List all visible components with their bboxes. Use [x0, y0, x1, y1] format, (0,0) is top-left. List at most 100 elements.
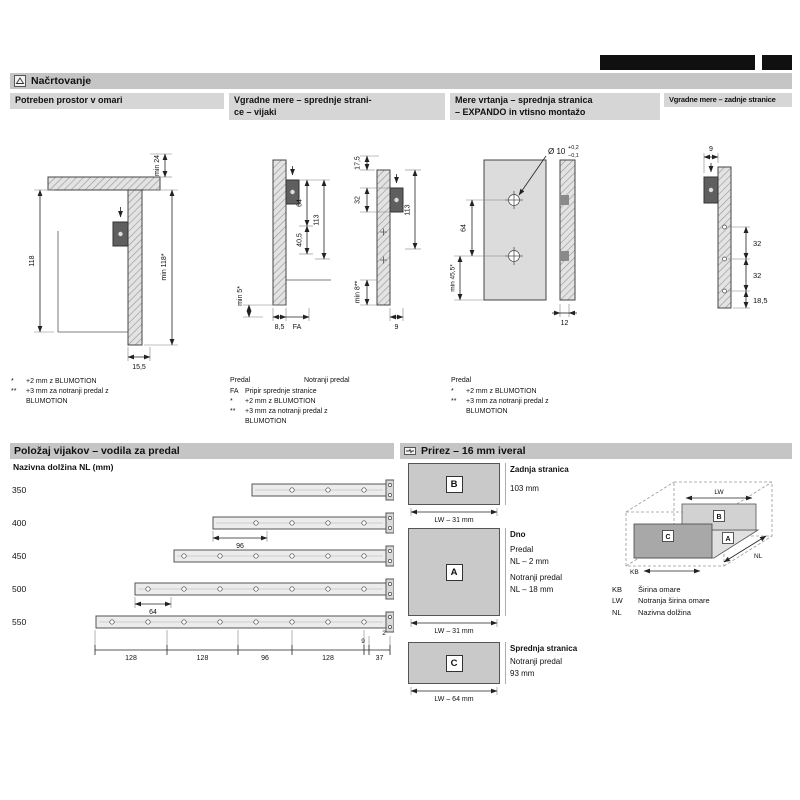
- legend-text: Notranja širina omare: [638, 596, 710, 606]
- sketch-label-b: B: [716, 514, 721, 521]
- panel-a-row: NL – 2 mm: [510, 557, 549, 567]
- dim-tolerance-plus: +0,2: [568, 145, 579, 151]
- page-tab: [762, 55, 792, 70]
- col2-inner-panel-drawing: [376, 169, 404, 306]
- panel-c-row: Notranji predal: [510, 657, 563, 667]
- dim-fa: FA: [293, 324, 302, 331]
- dim-64: 64: [149, 609, 157, 616]
- panel-a-row: Predal: [510, 545, 534, 555]
- col1-diagram: min 24 118 min 118* 15,5: [29, 153, 178, 371]
- screws-title: Položaj vijakov – vodila za predal: [14, 445, 180, 457]
- col1-potreben-prostor: Potreben prostor v omari min 24 118 min …: [10, 93, 224, 407]
- legend-row: KB Širina omare: [612, 584, 792, 595]
- panel-c-label: C: [445, 654, 463, 672]
- col1-dimensions: min 24 118 min 118* 15,5: [29, 153, 178, 371]
- dim-64-group: 64: [134, 597, 172, 616]
- panel-a-row: Notranji predal: [510, 573, 563, 583]
- label-predal: Predal: [230, 377, 251, 385]
- legend-abbr: KB: [612, 585, 623, 594]
- planning-header: Načrtovanje: [10, 73, 792, 89]
- footnote-row: *+2 mm z BLUMOTION: [451, 387, 659, 397]
- dim-min-24: min 24: [154, 155, 161, 176]
- panel-b-size: 103 mm: [510, 484, 539, 494]
- col2-front-panel-drawing: [272, 159, 331, 306]
- panel-c-info: Sprednja stranica Notranji predal 93 mm: [510, 643, 610, 680]
- sketch-label-c: C: [665, 534, 670, 541]
- panel-c-width-dim: LW – 64 mm: [410, 687, 498, 702]
- chain-128b: 128: [197, 655, 209, 662]
- col3-drill-annotation: Ø 10 +0,2 −0,1: [518, 145, 579, 196]
- length-label: 400: [12, 518, 26, 528]
- dim-9: 9: [395, 324, 399, 331]
- footnote-symbol: **: [451, 397, 457, 405]
- col3-title-line1: Mere vrtanja – sprednja stranica: [455, 95, 593, 105]
- col2-vgradne-mere-sprednje: Vgradne mere – sprednje strani- ce – vij…: [229, 93, 445, 427]
- col1-title: Potreben prostor v omari: [10, 93, 224, 109]
- dimension-chain: 128 128 96 128 37 9 2: [94, 630, 391, 662]
- chain-96: 96: [261, 655, 269, 662]
- chain-128c: 128: [322, 655, 334, 662]
- dim-lw-31: LW – 31 mm: [434, 628, 473, 634]
- col2-left-dimensions: min 5* 64 40,5 113 8,5 FA: [237, 179, 330, 331]
- footnote-symbol: *: [11, 377, 14, 385]
- footnote-text: Pripir sprednje stranice: [245, 387, 317, 395]
- drawer-3d-sketch: B A C LW NL KB: [625, 481, 773, 576]
- legend-row: NL Nazivna dolžina: [612, 607, 792, 618]
- footnote-text: +2 mm z BLUMOTION: [466, 387, 537, 395]
- dim-32: 32: [355, 196, 362, 204]
- col3-panel-edge: 12: [552, 159, 577, 327]
- col4-vgradne-mere-zadnje: Vgradne mere – zadnje stranice 9 32 32: [664, 93, 792, 373]
- col2-title-line1: Vgradne mere – sprednje strani-: [234, 95, 372, 105]
- planning-icon: [14, 75, 26, 87]
- chain-9: 9: [361, 638, 365, 645]
- legend-text: Nazivna dolžina: [638, 607, 691, 617]
- footnote-text: +3 mm za notranji predal z BLUMOTION: [466, 397, 549, 415]
- panel-b-info: Zadnja stranica 103 mm: [510, 464, 610, 495]
- footnote-row: *+2 mm z BLUMOTION: [11, 377, 223, 387]
- panel-c-name: Sprednja stranica: [510, 644, 578, 653]
- chain-128a: 128: [125, 655, 137, 662]
- dim-tolerance-minus: −0,1: [568, 153, 579, 159]
- slide-row-550: 550: [12, 611, 394, 633]
- length-label: 450: [12, 551, 26, 561]
- cutting-header: Prirez – 16 mm iveral: [400, 443, 792, 459]
- panel-b: B: [408, 463, 500, 505]
- footnote-symbol: **: [230, 407, 236, 415]
- dim-2: 2: [382, 630, 386, 637]
- sketch-label-nl: NL: [754, 553, 763, 560]
- col4-back-panel-drawing: [703, 162, 732, 309]
- legend-abbr: NL: [612, 607, 622, 617]
- legend-abbr: LW: [612, 596, 623, 606]
- col4-title: Vgradne mere – zadnje stranice: [664, 93, 792, 107]
- col2-title-line2: ce – vijaki: [234, 106, 277, 117]
- saw-icon: [404, 445, 416, 457]
- col4-diagram: 9 32 32 18,5: [703, 146, 768, 309]
- col3-footnotes: Predal *+2 mm z BLUMOTION ** +3 mm za not…: [450, 374, 660, 417]
- col2-title: Vgradne mere – sprednje strani- ce – vij…: [229, 93, 445, 121]
- length-label: 350: [12, 485, 26, 495]
- col3-mere-vrtanja: Mere vrtanja – sprednja stranica – EXPAN…: [450, 93, 660, 417]
- label-notranji-predal: Notranji predal: [304, 377, 350, 385]
- dim-64: 64: [461, 224, 468, 232]
- footnote-row: * +2 mm z BLUMOTION: [230, 397, 444, 407]
- length-label: 500: [12, 584, 26, 594]
- panel-a-label: A: [445, 563, 463, 581]
- col1-footnotes: *+2 mm z BLUMOTION **+3 mm za notranji p…: [10, 375, 224, 407]
- footnote-symbol: *: [230, 397, 233, 405]
- footnote-text: +3 mm za notranji predal z BLUMOTION: [245, 407, 328, 425]
- footnote-text: +2 mm z BLUMOTION: [245, 397, 316, 405]
- panel-a-width-dim: LW – 31 mm: [410, 619, 498, 634]
- dim-32a: 32: [753, 239, 761, 248]
- dim-15-5: 15,5: [132, 364, 146, 371]
- slide-row-450: 450: [12, 545, 394, 567]
- divider: [505, 463, 506, 505]
- label-predal: Predal: [451, 377, 472, 385]
- cutting-title: Prirez – 16 mm iveral: [421, 445, 526, 457]
- col3-dimensions: 64 min 45,5*: [450, 199, 508, 301]
- panel-b-label: B: [445, 475, 463, 493]
- panel-c: C: [408, 642, 500, 684]
- legend-text: Širina omare: [638, 585, 681, 594]
- sketch-label-lw: LW: [714, 489, 724, 496]
- legend: KB Širina omare LW Notranja širina omare N…: [612, 584, 792, 618]
- dim-min-45-5: min 45,5*: [450, 264, 457, 292]
